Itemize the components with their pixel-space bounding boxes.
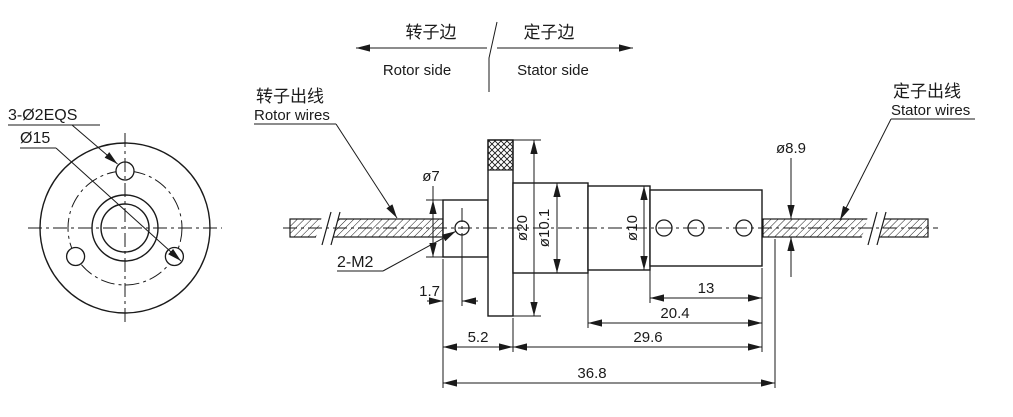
label-stator-side-cn: 定子边 xyxy=(524,23,575,42)
label-thread-hole: 2-M2 xyxy=(337,254,374,271)
label-stator-wires-en: Stator wires xyxy=(891,102,970,119)
side-view xyxy=(283,139,938,317)
label-rotor-side-en: Rotor side xyxy=(383,62,451,79)
dim-text-36-8: 36.8 xyxy=(577,365,606,382)
dim-text-20-4: 20.4 xyxy=(660,305,689,322)
label-rotor-side-cn: 转子边 xyxy=(406,23,457,42)
label-stator-side-en: Stator side xyxy=(517,62,589,79)
dim-text-13: 13 xyxy=(698,280,715,297)
label-rotor-wires-cn: 转子出线 xyxy=(256,87,324,106)
dim-length-20-4: 20.4 xyxy=(587,272,762,328)
bolt-circle-leader xyxy=(55,147,182,262)
wire-callouts: 转子出线 Rotor wires 定子出线 Stator wires 2-M2 xyxy=(254,82,975,272)
header-side-labels: 转子边 定子边 Rotor side Stator side xyxy=(356,21,633,92)
front-view: 3-Ø2EQS Ø15 xyxy=(8,107,222,323)
stator-wire-break-lines xyxy=(867,211,887,246)
dim-text-d8-9: ø8.9 xyxy=(776,140,806,157)
dim-thread-offset: 1.7 xyxy=(419,236,478,388)
label-flange-holes: 3-Ø2EQS xyxy=(8,107,77,124)
rotor-wires-leader xyxy=(335,123,398,219)
flange-holes-leader xyxy=(71,124,118,165)
dim-body-diameter-major: ø10.1 xyxy=(536,183,561,273)
mount-hole-right xyxy=(164,246,185,267)
dim-text-29-6: 29.6 xyxy=(633,329,662,346)
dim-length-29-6: 29.6 xyxy=(513,329,762,351)
dim-body-diameter-minor: ø10 xyxy=(624,186,648,270)
label-bolt-circle: Ø15 xyxy=(20,130,50,147)
dim-flange-diameter: ø20 xyxy=(513,139,541,317)
dim-length-5-2: 5.2 xyxy=(443,318,514,352)
dim-length-13: 13 xyxy=(649,268,763,352)
stator-wires-leader xyxy=(839,118,892,221)
dim-wire-diameter: ø8.9 xyxy=(776,140,806,277)
dimensions: ø7 ø20 ø10.1 ø10 ø8.9 xyxy=(419,139,806,388)
dim-text-d7: ø7 xyxy=(422,168,440,185)
dim-text-5-2: 5.2 xyxy=(468,329,489,346)
thread-hole-leader xyxy=(382,230,457,272)
body-d10-1 xyxy=(512,182,589,274)
dim-text-d20: ø20 xyxy=(514,215,531,241)
label-rotor-wires-en: Rotor wires xyxy=(254,107,330,124)
label-stator-wires-cn: 定子出线 xyxy=(893,82,961,101)
dim-text-d10-1: ø10.1 xyxy=(536,209,553,247)
dim-text-1-7: 1.7 xyxy=(419,283,440,300)
flange-section-hatch xyxy=(487,139,514,171)
side-divider-line xyxy=(488,21,498,92)
mount-hole-left xyxy=(65,246,86,267)
dim-length-36-8: 36.8 xyxy=(443,239,776,388)
dim-text-d10: ø10 xyxy=(624,215,641,241)
dim-shaft-diameter: ø7 xyxy=(422,168,443,258)
